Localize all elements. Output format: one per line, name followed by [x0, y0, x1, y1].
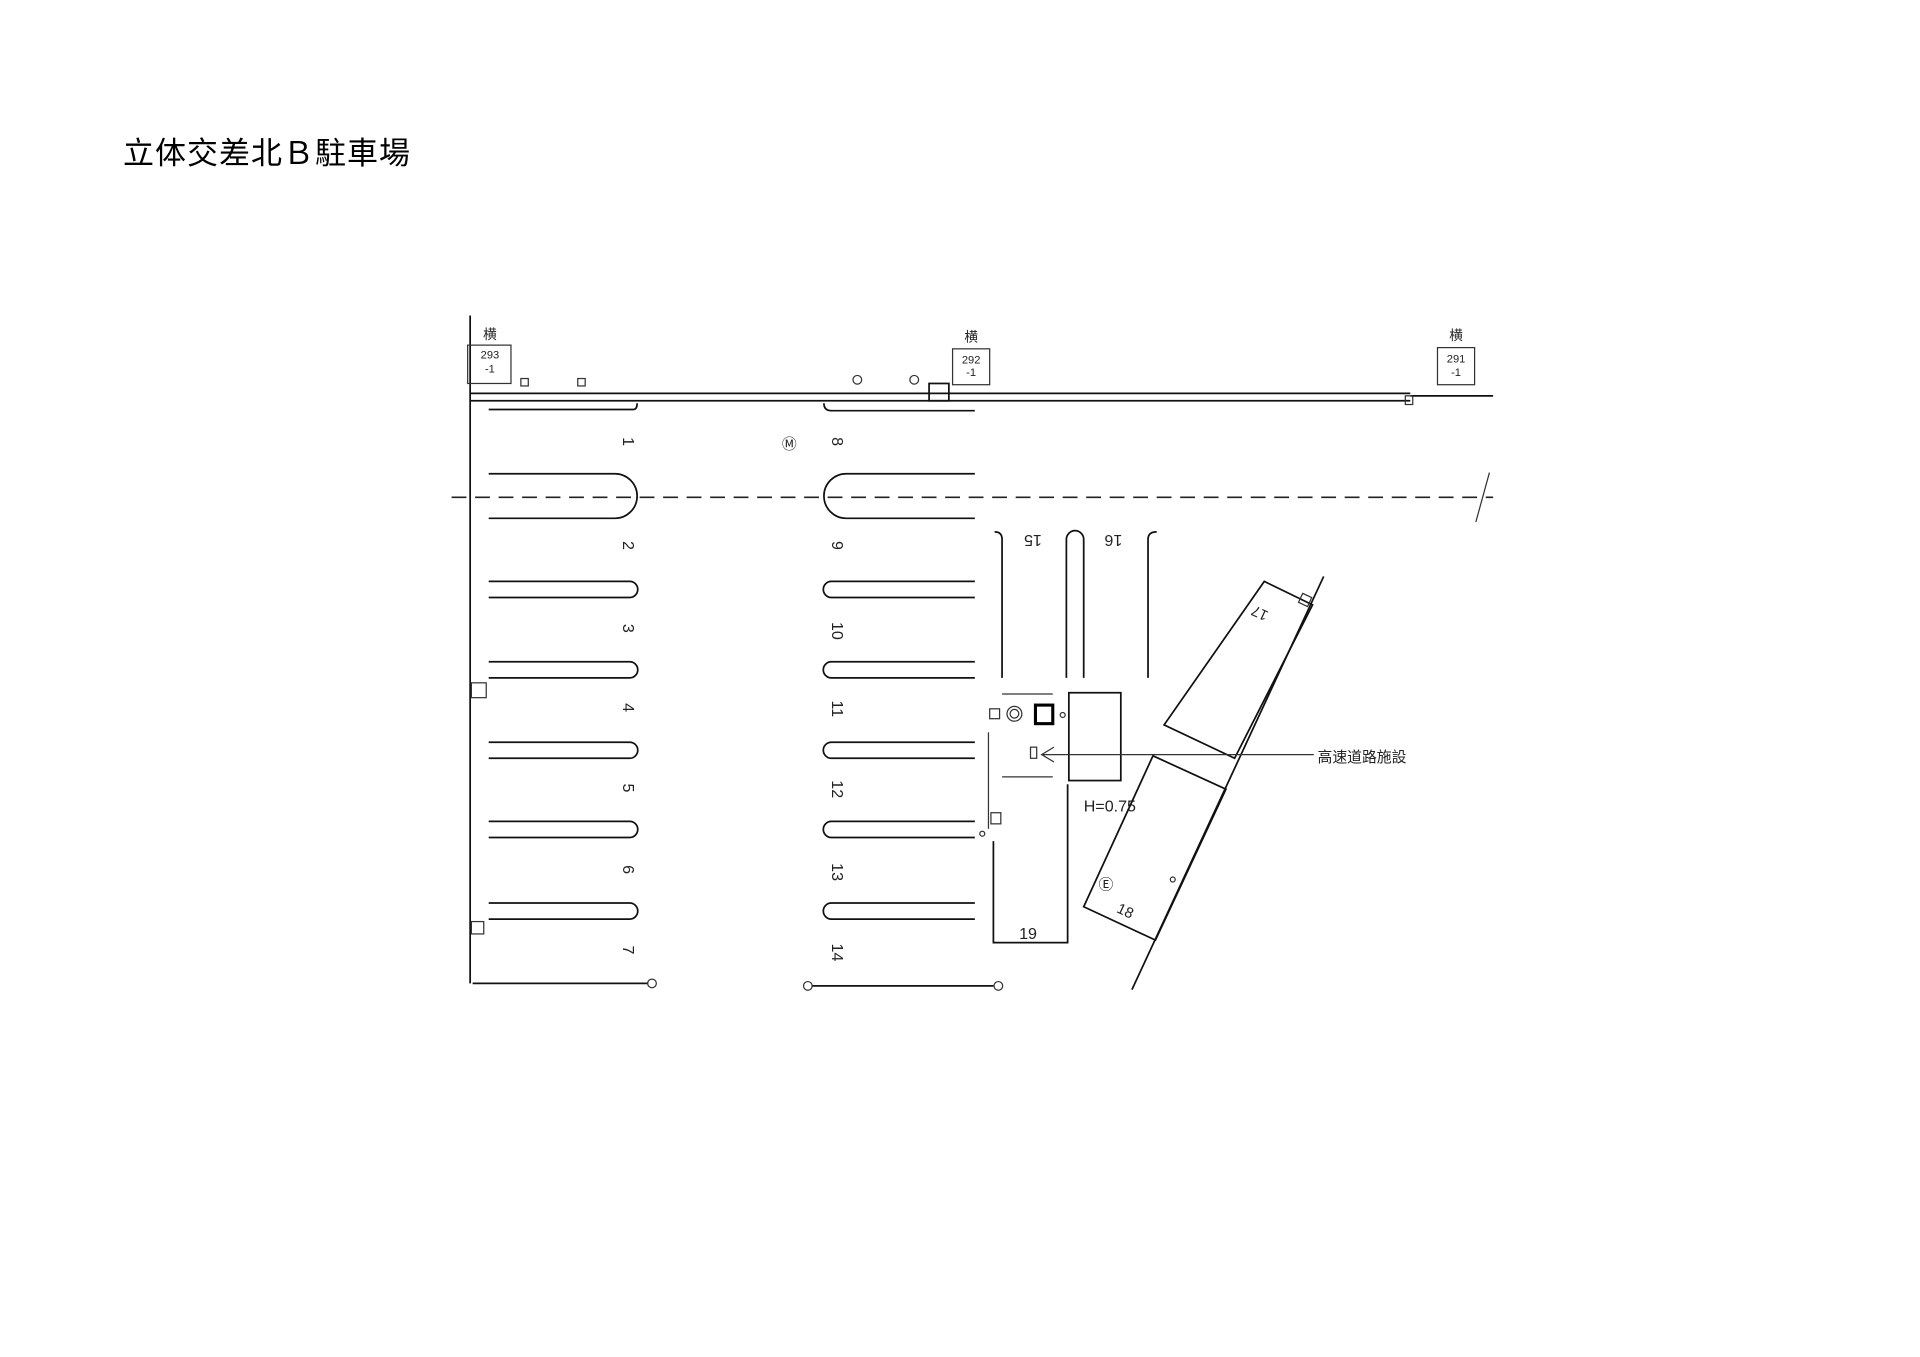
meter-box-icon	[1297, 592, 1313, 608]
wall-box	[470, 682, 487, 699]
stall-number-5: 5	[619, 783, 637, 792]
stall-17-outline	[1162, 580, 1314, 760]
end-post-icon	[1404, 395, 1414, 406]
stall-number-17: 17	[1249, 601, 1271, 622]
stall-number-3: 3	[619, 624, 637, 633]
m-symbol-icon: Ⓜ	[782, 436, 797, 453]
marker-292: 横 292 -1	[951, 329, 991, 386]
stall-divider	[488, 820, 639, 839]
stall-number-10: 10	[828, 622, 846, 640]
stall-number-6: 6	[619, 865, 637, 874]
page-title: 立体交差北Ｂ駐車場	[123, 136, 411, 172]
post-icon	[577, 377, 586, 387]
stall-divider	[822, 580, 975, 599]
pole-icon	[1059, 711, 1066, 719]
small-marker	[1029, 746, 1038, 759]
stall-divider	[488, 902, 639, 920]
stall-divider	[488, 403, 639, 411]
e-symbol-icon: Ⓔ	[1099, 876, 1114, 893]
wall-box	[470, 920, 485, 935]
post-icon	[520, 377, 529, 387]
stall-divider	[823, 472, 975, 520]
stall-number-2: 2	[619, 541, 637, 550]
corner-point	[993, 980, 1004, 991]
stall-number-9: 9	[828, 541, 846, 550]
stall-divider	[822, 902, 975, 920]
marker-kanji: 横	[964, 329, 978, 344]
meter-box-icon	[990, 812, 1002, 825]
stall-19-outline	[992, 784, 1069, 944]
marker-suffix: -1	[485, 363, 495, 375]
stall-number-4: 4	[619, 703, 637, 712]
stall-number-19: 19	[1019, 925, 1037, 943]
meter-box-icon	[989, 708, 1001, 720]
marker-number: 292	[962, 355, 981, 367]
stall-number-18: 18	[1114, 901, 1136, 922]
stall-divider	[822, 660, 975, 679]
marker-kanji: 横	[1449, 328, 1463, 343]
stall-divider	[488, 580, 639, 599]
marker-number: 293	[481, 350, 500, 362]
marker-number: 291	[1447, 353, 1466, 365]
pillar-icon	[1033, 703, 1055, 726]
corner-point	[647, 978, 657, 989]
stall-number-7: 7	[619, 946, 637, 955]
corner-point	[802, 980, 813, 991]
pole-icon	[852, 374, 863, 385]
manhole-icon	[1006, 705, 1023, 722]
stall-divider	[822, 820, 975, 839]
marker-291: 横 291 -1	[1436, 328, 1476, 386]
stall-number-15: 15	[1024, 531, 1042, 549]
stall-number-12: 12	[828, 780, 846, 798]
stall-number-14: 14	[828, 944, 846, 962]
stall-number-11: 11	[828, 700, 846, 717]
pole-icon	[979, 830, 986, 837]
marker-suffix: -1	[966, 367, 976, 379]
marker-293: 横 293 -1	[467, 327, 512, 385]
height-note: H=0.75	[1084, 797, 1136, 815]
facility-label: 高速道路施設	[1317, 749, 1406, 766]
stall-18-outline	[1082, 754, 1228, 942]
manhole-icon	[1009, 708, 1020, 719]
stall-number-13: 13	[828, 863, 846, 881]
arrow-head-icon	[1040, 746, 1055, 763]
stall-divider	[488, 660, 639, 679]
marker-suffix: -1	[1451, 367, 1461, 379]
stall-divider	[823, 403, 975, 412]
marker-kanji: 横	[483, 327, 497, 342]
facility-box	[1067, 691, 1122, 782]
stall-number-8: 8	[828, 437, 846, 446]
stall-divider	[994, 531, 1003, 678]
stall-divider	[488, 741, 639, 760]
catch-basin	[928, 382, 950, 402]
stall-divider	[822, 741, 975, 760]
stall-divider	[1065, 529, 1085, 678]
stall-number-1: 1	[619, 437, 637, 446]
stall-number-16: 16	[1104, 531, 1122, 549]
stall-divider	[1147, 531, 1157, 678]
pole-icon	[1169, 876, 1176, 883]
stall-divider	[488, 472, 639, 520]
break-mark	[1475, 472, 1491, 523]
pole-icon	[909, 374, 920, 385]
